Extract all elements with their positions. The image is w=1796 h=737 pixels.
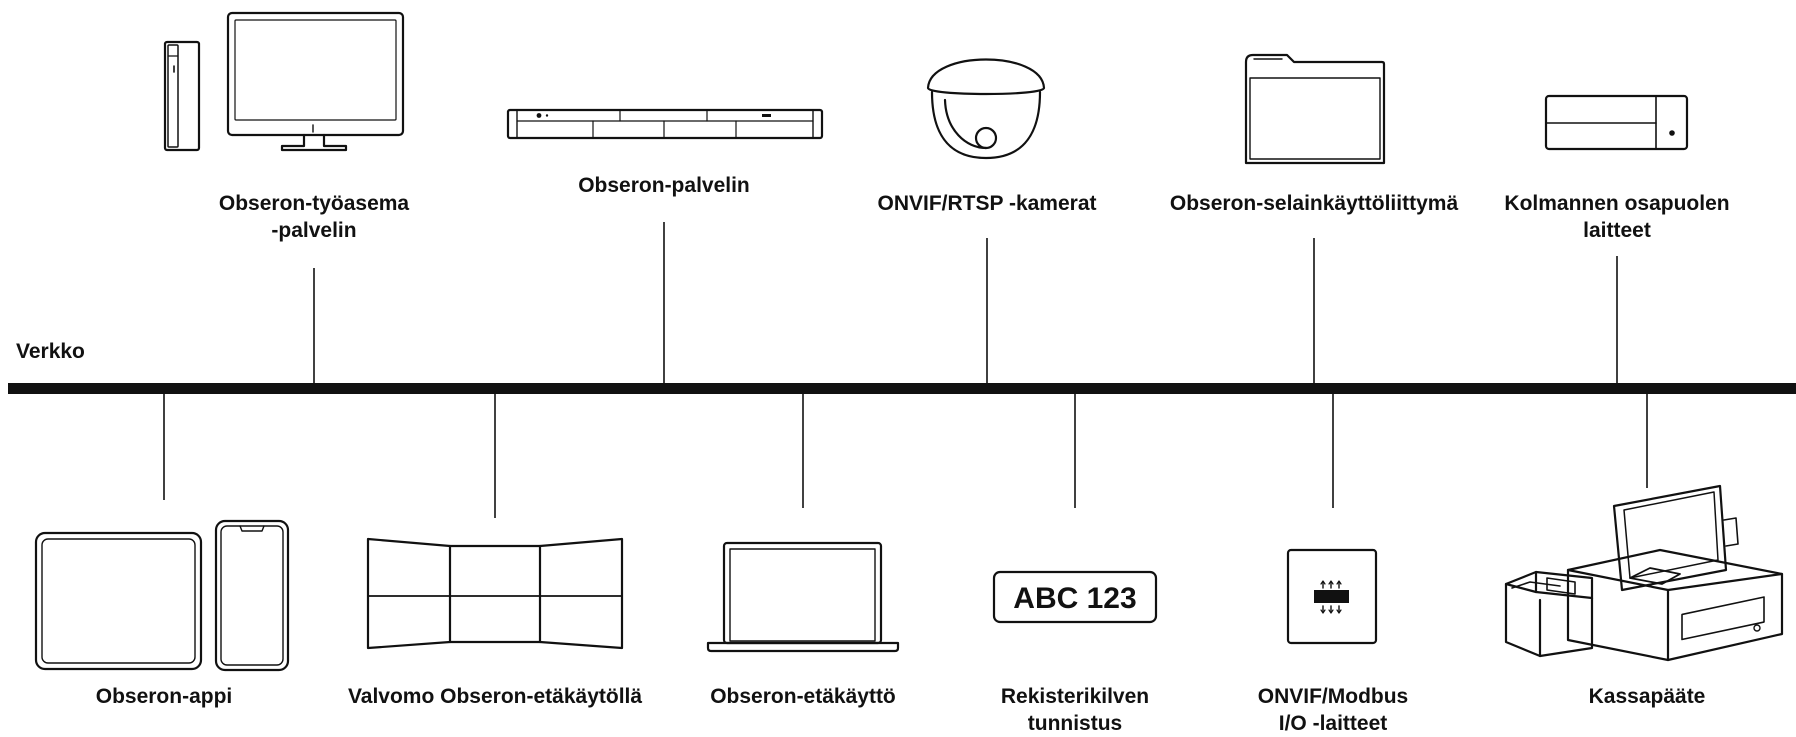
label-pos: Kassapääte	[1588, 685, 1706, 708]
label-app: Obseron-appi	[95, 685, 233, 708]
bottom-connectors	[163, 394, 1648, 518]
pos-terminal-icon	[1504, 484, 1784, 662]
laptop-icon	[706, 541, 900, 653]
label-video-wall: Valvomo Obseron-etäkäytöllä	[347, 685, 643, 708]
workstation-icon	[163, 11, 405, 152]
label-browser: Obseron-selainkäyttöliittymä	[1169, 192, 1459, 215]
label-cameras: ONVIF/RTSP -kamerat	[877, 192, 1097, 215]
server-icon	[506, 108, 824, 140]
license-plate-icon	[992, 570, 1158, 624]
dome-camera-icon	[926, 58, 1046, 160]
network-label: Verkko	[16, 340, 85, 363]
label-workstation: Obseron-työasema-palvelin	[218, 192, 410, 242]
browser-folder-icon	[1244, 53, 1386, 165]
io-device-icon	[1286, 548, 1378, 645]
video-wall-icon	[366, 537, 624, 650]
tablet-phone-icon	[34, 519, 290, 672]
top-connectors	[313, 222, 1618, 383]
plate-text: ABC 123	[1013, 582, 1136, 615]
network-bus	[8, 383, 1796, 394]
label-remote: Obseron-etäkäyttö	[710, 685, 896, 708]
label-server: Obseron-palvelin	[578, 174, 750, 197]
third-party-device-icon	[1544, 94, 1689, 151]
